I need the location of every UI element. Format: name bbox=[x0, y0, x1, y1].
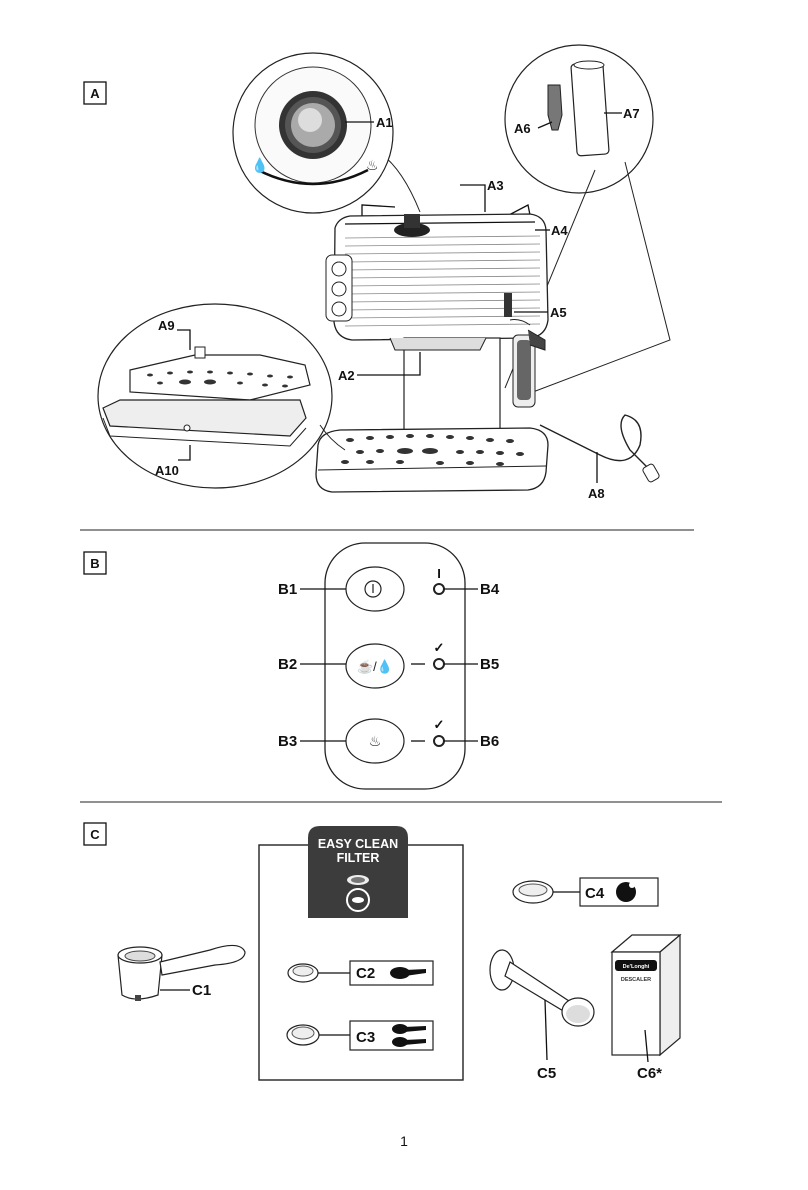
steam-icon: ♨ bbox=[366, 157, 379, 173]
label-b6: B6 bbox=[480, 733, 499, 750]
page-number: 1 bbox=[400, 1133, 408, 1149]
label-a6: A6 bbox=[514, 121, 531, 136]
drop-icon: 💧 bbox=[251, 157, 268, 174]
power-button[interactable] bbox=[346, 567, 404, 611]
descaler-name: DESCALER bbox=[621, 977, 651, 983]
label-b3: B3 bbox=[278, 733, 297, 750]
label-b5: B5 bbox=[480, 656, 499, 673]
badge-line-1: EASY CLEAN bbox=[318, 837, 398, 851]
coffee-ok-light bbox=[434, 659, 444, 669]
label-a3: A3 bbox=[487, 178, 504, 193]
descaler-bottle-illustration: De'Longhi DESCALER bbox=[612, 935, 680, 1062]
label-c1: C1 bbox=[192, 982, 211, 999]
power-indicator-mark: I bbox=[437, 566, 441, 581]
label-a2: A2 bbox=[338, 368, 355, 383]
label-a9: A9 bbox=[158, 318, 175, 333]
section-a: A 💧 ♨ A1 A6 A7 bbox=[84, 45, 670, 501]
label-c4: C4 bbox=[585, 885, 605, 902]
label-a5: A5 bbox=[550, 305, 567, 320]
label-c6: C6* bbox=[637, 1065, 662, 1082]
coffee-ok-mark: ✓ bbox=[434, 640, 445, 655]
label-b4: B4 bbox=[480, 581, 500, 598]
section-c: C C1 EASY CLEAN FILTER bbox=[84, 823, 680, 1082]
steam-icon-panel: ♨ bbox=[369, 733, 382, 749]
label-b1: B1 bbox=[278, 581, 297, 598]
cup-water-icon: ☕/💧 bbox=[357, 658, 393, 674]
label-b2: B2 bbox=[278, 656, 297, 673]
label-a7: A7 bbox=[623, 106, 640, 121]
drip-tray-detail-callout bbox=[98, 304, 345, 488]
label-a4: A4 bbox=[551, 223, 568, 238]
label-c2: C2 bbox=[356, 965, 375, 982]
coffee-machine-illustration bbox=[316, 205, 660, 492]
label-c3: C3 bbox=[356, 1029, 375, 1046]
section-a-letter: A bbox=[90, 86, 100, 101]
badge-line-2: FILTER bbox=[337, 851, 380, 865]
measuring-scoop-tamper-illustration bbox=[490, 950, 594, 1060]
knob-detail-callout: 💧 ♨ bbox=[233, 53, 420, 213]
label-c5: C5 bbox=[537, 1065, 556, 1082]
power-indicator-light bbox=[434, 584, 444, 594]
section-c-letter: C bbox=[90, 827, 100, 842]
section-b-letter: B bbox=[90, 556, 99, 571]
descaler-brand: De'Longhi bbox=[623, 964, 650, 970]
label-a8: A8 bbox=[588, 486, 605, 501]
filter-holder-illustration bbox=[118, 945, 245, 1001]
steam-ok-light bbox=[434, 736, 444, 746]
steam-ok-mark: ✓ bbox=[434, 717, 445, 732]
section-b: B B1 I B4 ☕/💧 B2 ✓ B5 ♨ B3 ✓ B6 bbox=[84, 543, 500, 789]
label-a10: A10 bbox=[155, 463, 179, 478]
label-a1: A1 bbox=[376, 115, 393, 130]
